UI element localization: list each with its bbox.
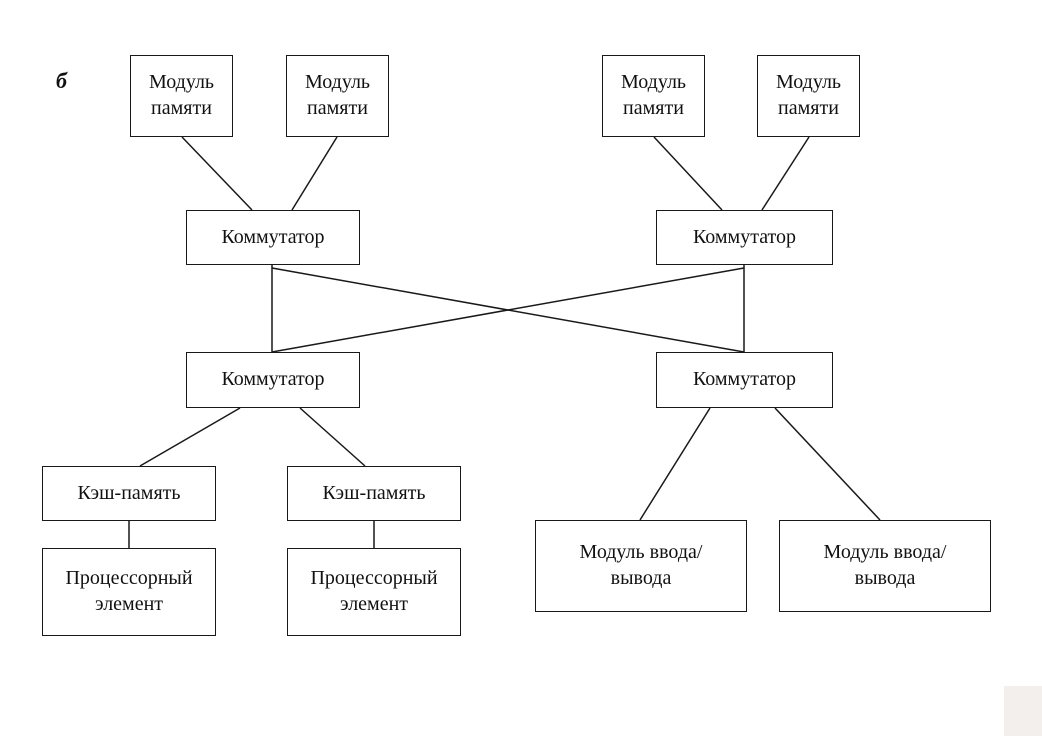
memory-module-3: Модуль памяти: [602, 55, 705, 137]
processor-element-1: Процессорный элемент: [42, 548, 216, 636]
switch-bottom-right: Коммутатор: [656, 352, 833, 408]
processor-element-2: Процессорный элемент: [287, 548, 461, 636]
io-module-1: Модуль ввода/ вывода: [535, 520, 747, 612]
figure-label: б: [56, 68, 67, 93]
cache-memory-1: Кэш-память: [42, 466, 216, 521]
memory-module-4: Модуль памяти: [757, 55, 860, 137]
memory-module-2: Модуль памяти: [286, 55, 389, 137]
switch-bottom-left: Коммутатор: [186, 352, 360, 408]
memory-module-1: Модуль памяти: [130, 55, 233, 137]
io-module-2: Модуль ввода/ вывода: [779, 520, 991, 612]
switch-top-left: Коммутатор: [186, 210, 360, 265]
page-edge-artifact: [1004, 686, 1042, 736]
cache-memory-2: Кэш-память: [287, 466, 461, 521]
switch-top-right: Коммутатор: [656, 210, 833, 265]
